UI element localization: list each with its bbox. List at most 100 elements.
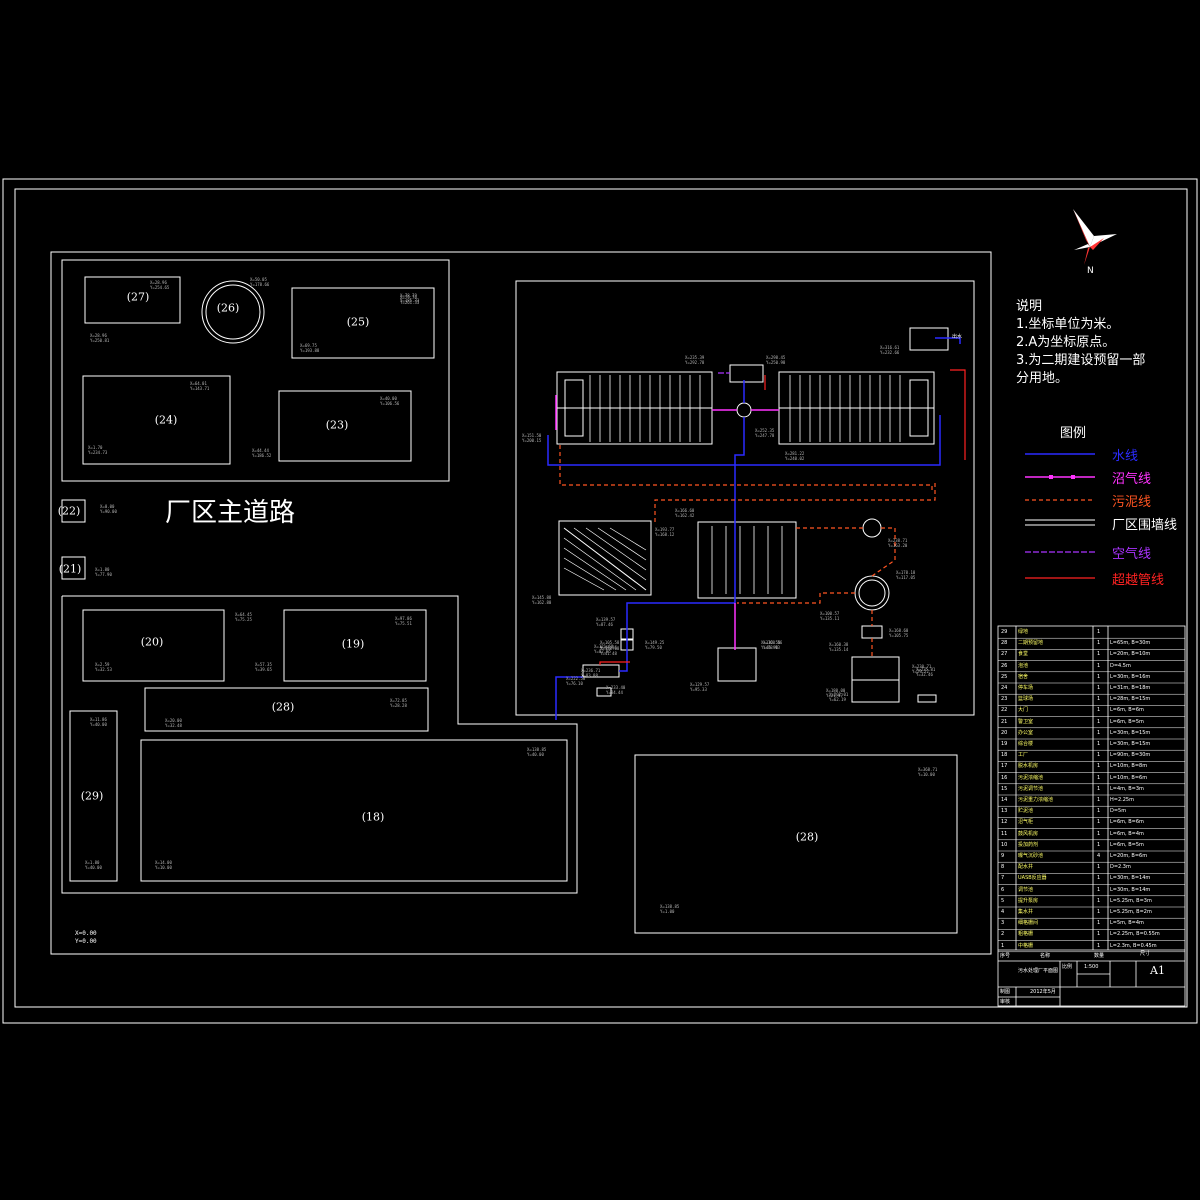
coordinate-y: Y=234.73: [88, 450, 108, 455]
table-cell-size: L=31m, B=18m: [1110, 685, 1151, 691]
coordinate-x: X=20.00: [165, 718, 182, 723]
living-zone-boundary: [61, 259, 450, 482]
table-cell-size: L=6m, B=5m: [1110, 841, 1144, 848]
plant-site-frame: [50, 251, 992, 955]
coordinate-y: Y=39.65: [255, 667, 272, 672]
table-cell-no: 17: [1001, 763, 1008, 770]
coordinate-y: Y=84.44: [606, 690, 623, 695]
coordinate-y: Y=135.11: [820, 616, 840, 621]
legend-item-bypass: 超越管线: [1025, 568, 1195, 590]
table-cell-qty: 1: [1097, 897, 1101, 904]
sludge-regulating-tank: [861, 625, 883, 639]
coordinate-y: Y=250.81: [90, 338, 110, 343]
table-cell-size: L=2.3m, B=0.45m: [1110, 942, 1157, 949]
table-cell-size: D=2.3m: [1110, 864, 1131, 871]
coordinate-x: X=105.58: [600, 640, 620, 645]
table-cell-name: 提升泵房: [1018, 897, 1039, 904]
coordinate-y: Y=40.00: [527, 752, 544, 757]
table-cell-qty: 1: [1097, 785, 1101, 792]
sheet-inner-border: [14, 188, 1188, 1008]
table-cell-size: L=65m, B=30m: [1110, 640, 1151, 647]
table-cell-no: 23: [1001, 696, 1008, 703]
table-cell-qty: 1: [1097, 696, 1101, 703]
coordinate-x: X=193.77: [655, 527, 675, 532]
legend-heading: 图例: [1060, 426, 1087, 441]
table-cell-no: 8: [1001, 864, 1005, 871]
table-cell-qty: 1: [1097, 808, 1101, 815]
coordinate-x: X=44.44: [252, 448, 269, 453]
coordinate-x: X=14.00: [155, 860, 172, 865]
coordinate-x: X=78.79: [400, 293, 417, 298]
table-cell-size: L=30m, B=14m: [1110, 875, 1151, 882]
table-cell-name: 工厂: [1018, 752, 1029, 759]
table-cell-name: 污泥浓缩池: [1018, 774, 1044, 781]
coordinate-y: Y=77.90: [95, 572, 112, 577]
table-cell-size: L=90m, B=30m: [1110, 752, 1151, 759]
notes-line-3: 3.为二期建设预留一部: [1016, 353, 1146, 368]
table-cell-no: 25: [1001, 673, 1008, 680]
table-cell-no: 18: [1001, 752, 1008, 759]
table-cell-qty: 1: [1097, 752, 1101, 759]
admin-zone-boundary: [61, 595, 578, 894]
notes-panel: 说明 1.坐标单位为米。 2.A为坐标原点。 3.为二期建设预留一部 分用地。: [1016, 298, 1145, 388]
coordinate-x: X=72.85: [390, 698, 407, 703]
coordinate-x: X=160.56: [763, 640, 783, 645]
water-lines: [547, 337, 961, 720]
effluent-label: 出水: [952, 334, 963, 340]
table-cell-no: 11: [1001, 830, 1008, 837]
block-label-parking: (24): [154, 413, 178, 427]
legend-item-biogas: 沼气线: [1025, 467, 1195, 489]
table-cell-no: 14: [1001, 797, 1008, 803]
office-building: [82, 609, 225, 682]
block-label-court: (23): [325, 418, 349, 432]
coordinate-y: Y=261.33: [400, 300, 420, 305]
table-cell-size: L=6m, B=5m: [1110, 718, 1144, 725]
scale-label: 比例: [1062, 964, 1073, 970]
coordinate-x: X=151.50: [522, 433, 542, 438]
table-cell-name: 污泥调节池: [1018, 785, 1044, 792]
coordinate-x: X=368.71: [918, 767, 938, 772]
table-cell-qty: 1: [1097, 685, 1101, 691]
basketball-court: [278, 390, 412, 462]
block-label-factory: (18): [361, 810, 385, 824]
coordinate-x: X=11.86: [90, 717, 107, 722]
coordinate-y: Y=250.98: [766, 360, 786, 365]
notes-line-2: 2.A为坐标原点。: [1016, 335, 1116, 350]
table-cell-size: D=4.5m: [1110, 662, 1131, 669]
coordinate-x: X=121.60: [594, 644, 614, 649]
table-cell-qty: 1: [1097, 673, 1101, 680]
table-cell-no: 16: [1001, 774, 1008, 781]
table-cell-size: L=10m, B=8m: [1110, 763, 1148, 770]
table-cell-qty: 1: [1097, 841, 1101, 848]
coordinate-y: Y=10.00: [155, 865, 172, 870]
coordinate-y: Y=32.53: [95, 667, 112, 672]
main-gate: [61, 499, 86, 523]
table-cell-size: L=20m, B=10m: [1110, 651, 1151, 658]
coordinate-x: X=298.45: [766, 355, 786, 360]
legend-item-wall: 厂区围墙线: [1025, 513, 1195, 535]
table-cell-size: L=5.25m, B=2m: [1110, 909, 1152, 915]
table-cell-size: L=5m, B=4m: [1110, 920, 1144, 927]
sludge-thickener: [854, 575, 890, 611]
coordinate-x: X=40.00: [380, 396, 397, 401]
coordinate-y: Y=247.78: [755, 433, 775, 438]
table-cell-qty: 1: [1097, 718, 1101, 725]
block-label-office: (20): [140, 635, 164, 649]
legend-label: 污泥线: [1112, 495, 1152, 510]
table-cell-no: 24: [1001, 685, 1008, 691]
col-qty-header: 数量: [1094, 953, 1105, 959]
coordinate-x: X=252.35: [755, 428, 775, 433]
table-row-lines: [998, 637, 1185, 953]
table-cell-no: 4: [1001, 909, 1005, 915]
block-label-canteen: (27): [126, 290, 150, 304]
coordinate-y: Y=28.28: [390, 703, 407, 708]
